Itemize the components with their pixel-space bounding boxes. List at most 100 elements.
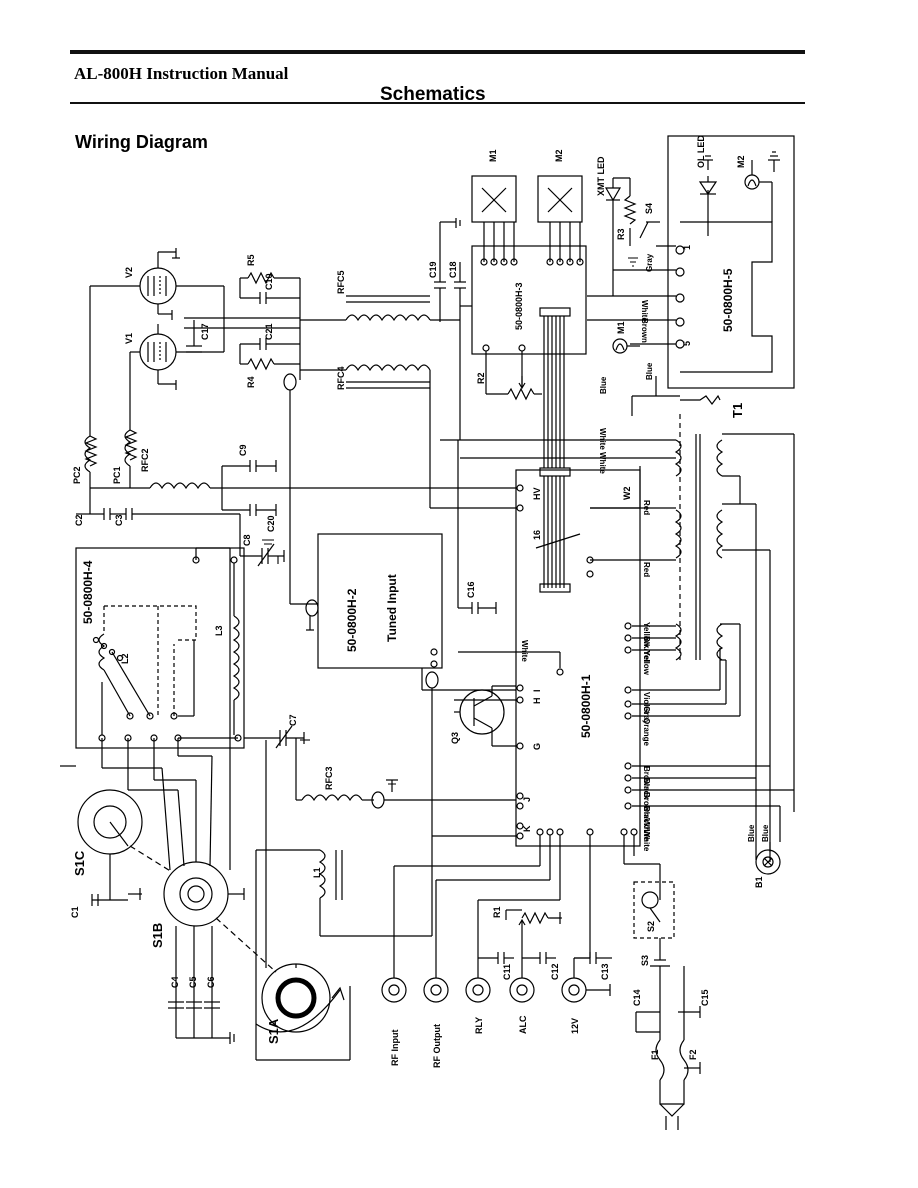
label-r2: R2 [476,372,486,384]
wire-white-4: White [520,640,529,662]
label-c12: C12 [550,963,560,980]
label-l2: L2 [120,653,130,664]
label-c6: C6 [206,976,216,988]
wire-yellow-1: Yellow [642,622,651,648]
label-r4: R4 [246,376,256,388]
label-rfc3: RFC3 [324,766,334,790]
label-c4: C4 [170,976,180,988]
label-c14: C14 [632,989,642,1006]
wiring-diagram-title: Wiring Diagram [75,132,208,152]
label-c13: C13 [600,963,610,980]
label-s2: S2 [646,921,656,932]
label-l3: L3 [214,625,224,636]
board-4-label: 50-0800H-4 [81,560,95,624]
ol-led-label: OL LED [696,135,706,168]
rly-label: RLY [474,1017,484,1034]
label-l1: L1 [312,867,322,878]
wire-blue-4: Blue [761,824,770,842]
label-c5: C5 [188,976,198,988]
label-m2: M2 [554,149,564,162]
label-rfc5: RFC5 [336,270,346,294]
label-rfc2: RFC2 [140,448,150,472]
label-c15: C15 [700,989,710,1006]
label-c17: C17 [200,323,210,340]
wire-red-2: Red [642,562,651,577]
wire-brown-2: Brown [642,766,651,791]
label-rfc4: RFC4 [336,366,346,390]
label-c7: C7 [288,714,298,726]
board-1-label: 50-0800H-1 [579,674,593,738]
label-pc1: PC1 [112,466,122,484]
board-1-outline [515,469,641,847]
wire-blue-1: Blue [599,376,608,394]
label-m2-bulb: M2 [736,155,746,168]
wire-blk-yel: Blk/Yel [642,636,651,662]
header-rule [70,102,805,104]
label-pc2: PC2 [72,466,82,484]
label-c19: C19 [428,261,438,278]
label-s4: S3 [640,955,650,966]
wire-gray-2: Gray [642,706,651,725]
wire-white-3: White [598,452,607,474]
rf-input-label: RF Input [390,1030,400,1067]
top-rule [70,50,805,54]
board-2-label: 50-0800H-2 [345,588,359,652]
label-f2: F2 [688,1049,698,1060]
terminal-1: 1 [682,245,692,250]
label-w2: W2 [622,487,632,501]
rf-output-label: RF Output [432,1024,442,1068]
board-5-outline [667,135,795,389]
board-4-outline [75,547,245,749]
board-2-name: Tuned Input [385,574,399,642]
label-c1: C1 [70,906,80,918]
alc-label: ALC [518,1015,528,1034]
wire-brown-white: Brown/White [642,792,651,841]
label-ribbon-count: 16 [532,530,542,540]
wire-violet: Violet [642,692,651,714]
wire-blue-3: Blue [747,824,756,842]
pin-h: H [532,698,542,705]
label-q3: Q3 [450,732,460,744]
wire-brown-1: Brown [640,318,649,343]
label-c2: C2 [74,514,84,526]
label-c21: C21 [264,323,274,340]
wire-orange: Orange [642,718,651,747]
wire-gray: Gray [645,253,654,272]
label-t1: T1 [730,403,745,418]
label-r5: R5 [246,254,256,266]
pin-hv: HV [532,487,542,500]
pin-i: I [532,689,542,692]
board-3-label: 50-0800H-3 [514,282,524,330]
label-v2: V2 [124,267,134,278]
board-3-outline [471,245,587,355]
label-m1: M1 [488,149,498,162]
label-f1: F1 [650,1049,660,1060]
label-m1-bulb: M1 [616,321,626,334]
wire-white-2: White [598,428,607,450]
label-c10: C10 [264,273,274,290]
label-c3: C3 [114,514,124,526]
pin-j: J [522,797,532,802]
label-c9: C9 [238,444,248,456]
manual-title: AL-800H Instruction Manual [74,64,289,83]
wire-black-white: Black/White [642,806,651,852]
board-2-outline [317,533,443,669]
label-c11: C11 [502,964,512,980]
board-5-label: 50-0800H-5 [721,268,735,332]
terminal-5: 5 [682,341,692,346]
label-c8: C8 [242,534,252,546]
label-s3: S4 [644,203,654,214]
section-title: Schematics [380,84,486,105]
pin-k: K [522,825,532,832]
label-s1c: S1C [72,850,87,876]
label-s1b: S1B [150,923,165,948]
label-c20: C20 [266,515,276,532]
12v-label: 12V [570,1018,580,1034]
wire-red-1: Red [642,500,651,515]
wire-white-1: White [640,300,649,322]
pin-g: G [532,743,542,750]
label-c18: C18 [448,261,458,278]
label-r3: R3 [616,228,626,240]
wire-yellow-2: Yellow [642,650,651,676]
